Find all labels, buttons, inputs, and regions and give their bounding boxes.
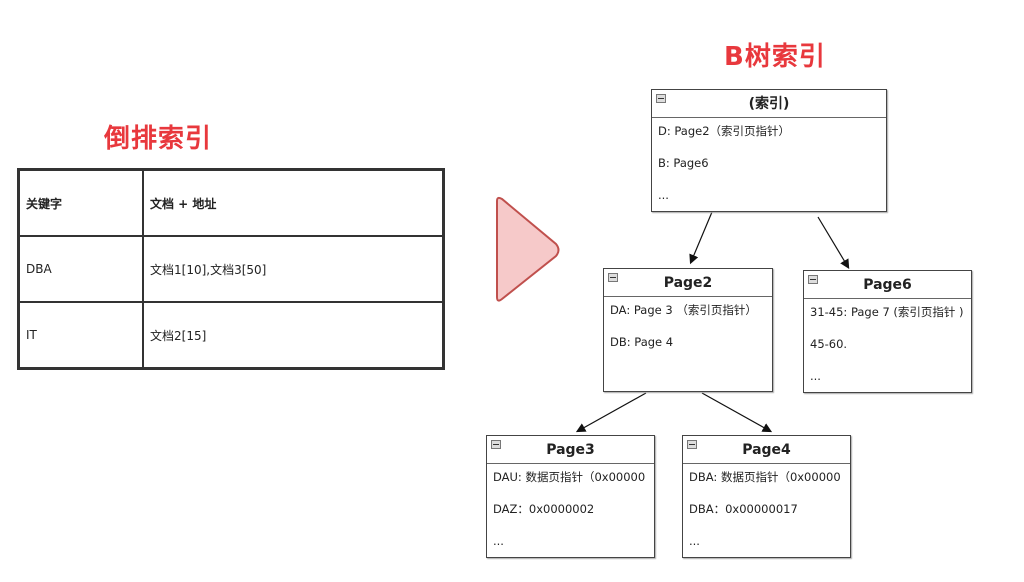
node-title: Page6 (863, 277, 912, 293)
node-entry: D: Page2（索引页指针） (658, 124, 791, 138)
btree-index-title: B树索引 (724, 42, 826, 72)
node-title: Page2 (663, 275, 713, 291)
edge-root-page2 (689, 211, 713, 265)
table-row: IT 文档2[15] (17, 301, 445, 370)
header-keyword: 关键字 (17, 168, 144, 237)
transform-arrow-icon (496, 196, 560, 302)
node-entry: DBA: 数据页指针（0x00000 (689, 470, 841, 484)
node-header: Page3 (487, 436, 654, 464)
header-doc-address: 文档 + 地址 (142, 168, 445, 237)
node-entry: B: Page6 (658, 156, 709, 170)
node-entry: ... (689, 534, 700, 548)
collapse-icon[interactable] (808, 275, 818, 284)
node-header: Page4 (683, 436, 850, 464)
node-page3: Page3 DAU: 数据页指针（0x00000 DAZ：0x0000002 .… (486, 435, 655, 558)
node-entry: DBA：0x00000017 (689, 502, 798, 516)
inverted-index-title: 倒排索引 (104, 124, 213, 154)
collapse-icon[interactable] (656, 94, 666, 103)
node-header: (索引) (652, 90, 886, 118)
node-entry: DB: Page 4 (610, 335, 674, 349)
node-header: Page2 (604, 269, 772, 297)
cell-doc-address: 文档1[10],文档3[50] (142, 235, 445, 303)
inverted-index-table: 关键字 文档 + 地址 DBA 文档1[10],文档3[50] IT 文档2[1… (17, 168, 445, 370)
node-page2: Page2 DA: Page 3 （索引页指针） DB: Page 4 (603, 268, 773, 392)
cell-doc-address: 文档2[15] (142, 301, 445, 370)
node-entry: ... (658, 188, 669, 202)
cell-keyword: IT (17, 301, 144, 370)
node-entry: DA: Page 3 （索引页指针） (610, 303, 757, 317)
node-root: (索引) D: Page2（索引页指针） B: Page6 ... (651, 89, 887, 212)
node-entry: ... (493, 534, 504, 548)
collapse-icon[interactable] (687, 440, 697, 449)
edge-page2-page3 (575, 392, 647, 433)
cell-keyword: DBA (17, 235, 144, 303)
node-entry: 31-45: Page 7 (索引页指针 ) (810, 305, 964, 319)
collapse-icon[interactable] (491, 440, 501, 449)
node-title: Page4 (742, 442, 791, 458)
node-page6: Page6 31-45: Page 7 (索引页指针 ) 45-60. ... (803, 270, 972, 393)
node-entry: DAZ：0x0000002 (493, 502, 595, 516)
node-header: Page6 (804, 271, 971, 299)
node-entry: DAU: 数据页指针（0x00000 (493, 470, 646, 484)
table-header-row: 关键字 文档 + 地址 (17, 168, 445, 237)
edge-root-page6 (817, 216, 850, 270)
node-entry: 45-60. (810, 337, 848, 351)
collapse-icon[interactable] (608, 273, 618, 282)
node-entry: ... (810, 369, 821, 383)
node-title: (索引) (748, 96, 790, 112)
node-page4: Page4 DBA: 数据页指针（0x00000 DBA：0x00000017 … (682, 435, 851, 558)
node-title: Page3 (546, 442, 595, 458)
table-row: DBA 文档1[10],文档3[50] (17, 235, 445, 303)
edge-page2-page4 (701, 392, 773, 433)
